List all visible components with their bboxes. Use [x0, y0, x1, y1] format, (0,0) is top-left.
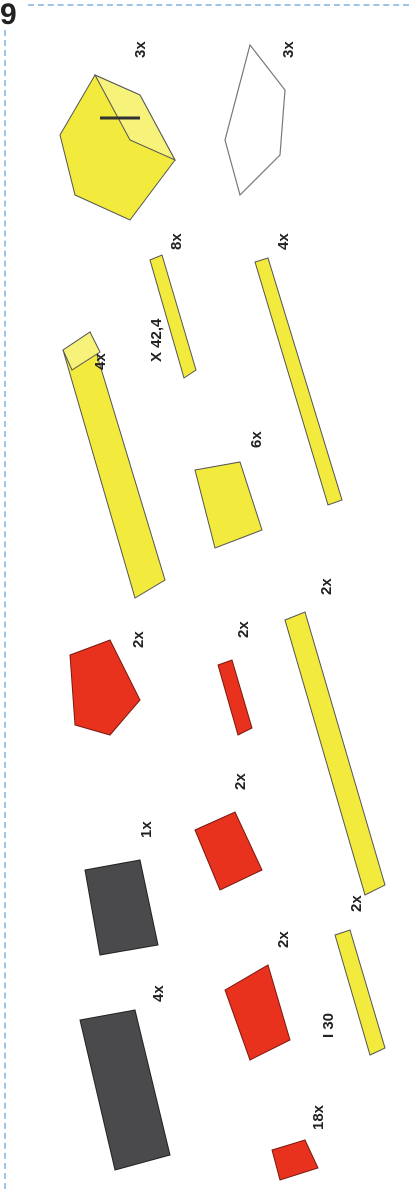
qty-white-plate: 3x: [280, 41, 297, 58]
qty-red-wedge-block: 2x: [232, 773, 249, 790]
qty-long-beam: 4x: [275, 233, 292, 250]
qty-red-cross-block: 2x: [130, 631, 147, 648]
qty-red-small-block: 2x: [235, 621, 252, 638]
qty-black-block: 1x: [138, 821, 155, 838]
qty-building-block: 6x: [248, 431, 265, 448]
qty-strut-30: 2x: [348, 895, 365, 912]
qty-red-peg: 18x: [310, 1105, 327, 1130]
qty-short-strut-42: 8x: [168, 233, 185, 250]
dashed-left-border: [4, 30, 6, 1189]
qty-l-beam: 2x: [318, 578, 335, 595]
qty-black-large-block: 4x: [150, 985, 167, 1002]
qty-yellow-box: 3x: [132, 41, 149, 58]
qty-long-strut: 4x: [92, 353, 109, 370]
qty-red-angle-block: 2x: [275, 931, 292, 948]
corner-mark: 9: [0, 0, 17, 30]
dimension-short-strut-42: X 42,4: [148, 319, 165, 362]
dashed-top-border: [28, 4, 409, 6]
dimension-strut-30: I 30: [320, 1013, 337, 1038]
